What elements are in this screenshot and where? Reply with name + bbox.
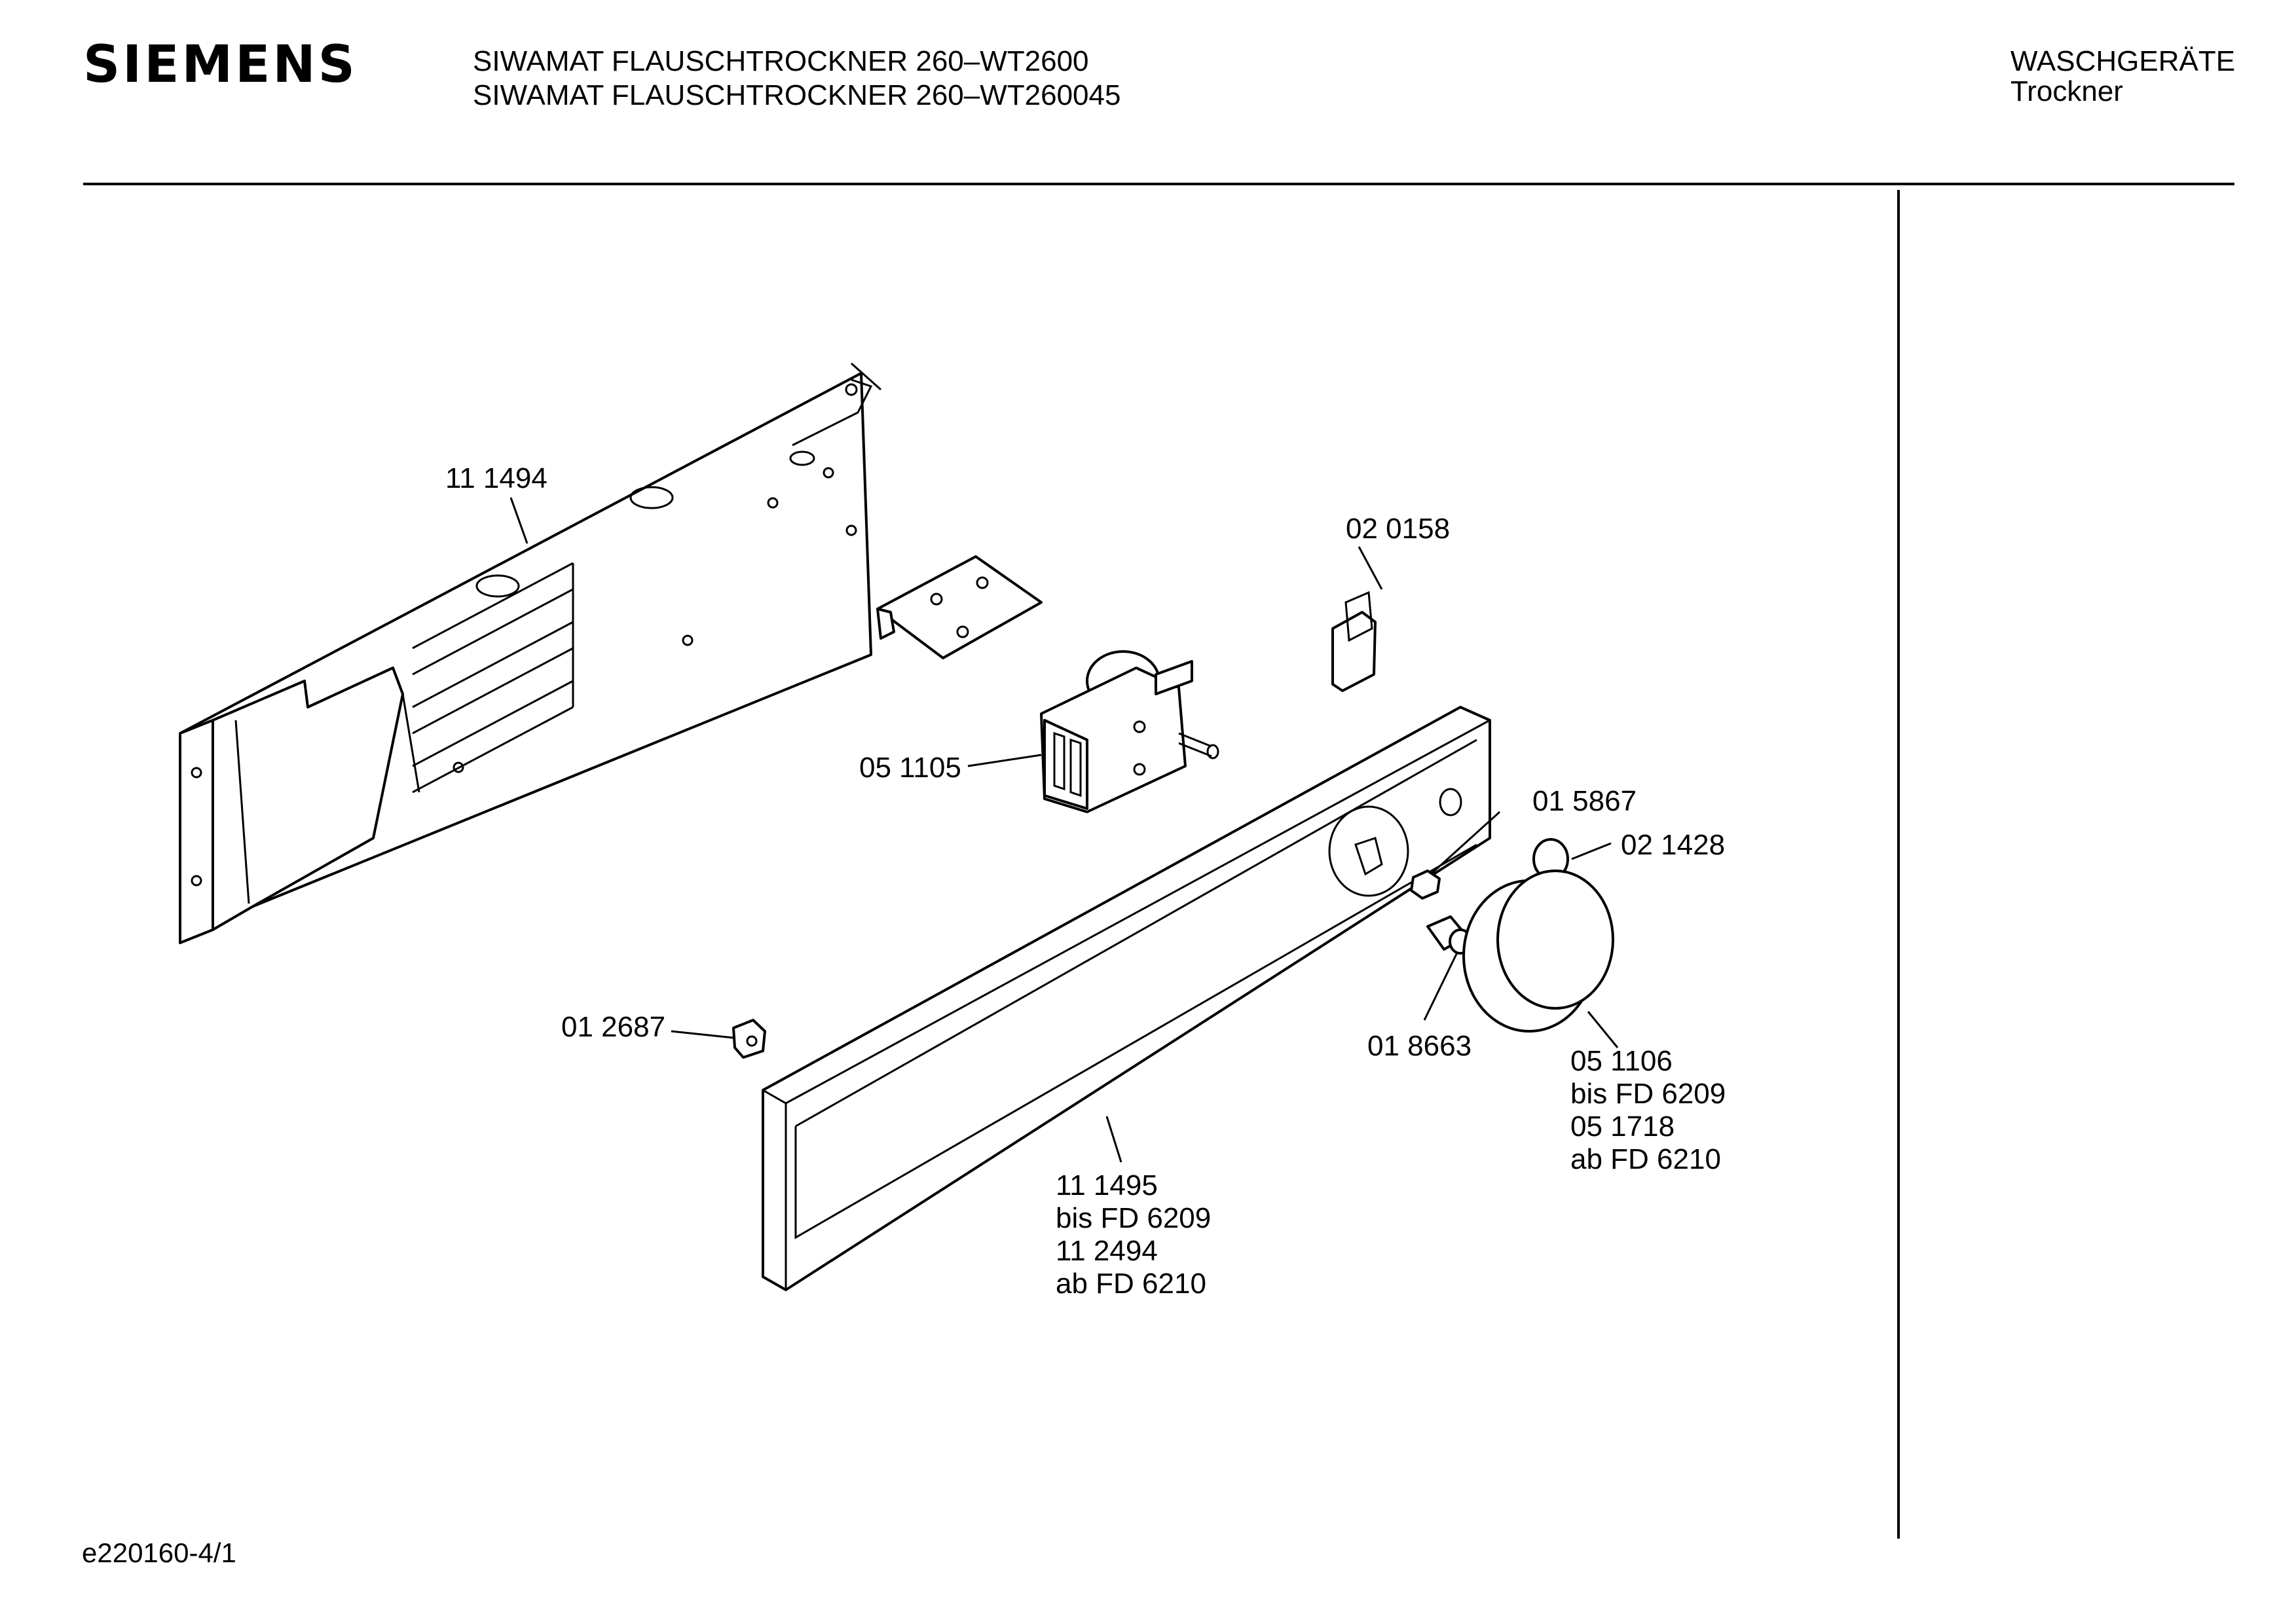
label-111495-line-1: 11 1495: [1056, 1169, 1158, 1201]
model-line-2: SIWAMAT FLAUSCHTROCKNER 260–WT260045: [473, 79, 1121, 111]
indicator-lamp-part: [1410, 870, 1441, 900]
label-015867: 01 5867: [1532, 785, 1637, 817]
header-divider: [83, 183, 2234, 185]
label-021428: 02 1428: [1621, 829, 1725, 861]
knob-part: [1462, 870, 1614, 1033]
label-111495-block: 11 1495 bis FD 6209 11 2494 ab FD 6210: [1056, 1169, 1211, 1300]
control-panel-part: [762, 706, 1491, 1291]
leader-020158: [1358, 546, 1383, 590]
leader-111494: [509, 497, 528, 544]
label-111495-line-2: bis FD 6209: [1056, 1202, 1211, 1234]
label-012687: 01 2687: [561, 1011, 665, 1043]
label-051106-line-3: 05 1718: [1570, 1110, 1675, 1143]
clip-part: [1331, 591, 1377, 692]
label-051106-line-4: ab FD 6210: [1570, 1143, 1721, 1175]
leader-012687: [671, 1030, 734, 1039]
label-111494: 11 1494: [445, 462, 547, 494]
model-line-1: SIWAMAT FLAUSCHTROCKNER 260–WT2600: [473, 45, 1089, 77]
document-code: e220160-4/1: [82, 1537, 236, 1568]
leader-018663: [1423, 952, 1458, 1021]
timer-switch-part: [1040, 650, 1219, 813]
leader-021428: [1571, 842, 1612, 860]
label-051106-line-1: 05 1106: [1570, 1045, 1673, 1077]
small-clip-part: [732, 1019, 766, 1059]
label-051106-line-2: bis FD 6209: [1570, 1078, 1726, 1110]
brand-logo: SIEMENS: [83, 35, 358, 94]
leader-051105: [967, 754, 1042, 767]
rear-bracket-part: [179, 362, 881, 944]
category-label: WASCHGERÄTE: [2010, 45, 2236, 77]
subcategory-label: Trockner: [2010, 75, 2123, 107]
mounting-plate-part: [876, 555, 1043, 659]
label-018663: 01 8663: [1367, 1030, 1472, 1062]
leader-051106: [1587, 1011, 1619, 1048]
label-051105: 05 1105: [859, 752, 961, 784]
label-020158: 02 0158: [1346, 513, 1450, 545]
label-111495-line-3: 11 2494: [1056, 1235, 1158, 1267]
side-divider: [1897, 190, 1900, 1539]
label-111495-line-4: ab FD 6210: [1056, 1268, 1206, 1300]
label-051106-block: 05 1106 bis FD 6209 05 1718 ab FD 6210: [1570, 1045, 1726, 1175]
leader-111495: [1105, 1116, 1122, 1163]
leader-015867: [1430, 811, 1501, 875]
